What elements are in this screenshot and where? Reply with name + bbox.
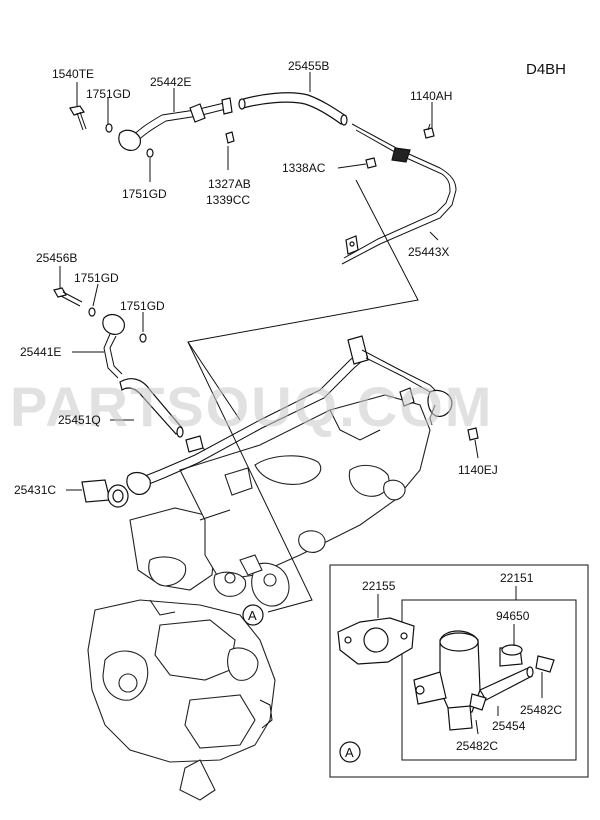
hose-25451Q [119,378,184,438]
pipe-main-lower [126,347,369,495]
label-1338AC: 1338AC [282,161,326,175]
label-22151: 22151 [500,571,534,585]
fasteners [53,105,479,441]
engine-code-label: D4BH [526,61,566,78]
detail-box-a [329,564,589,778]
engine-block [87,394,431,801]
label-1751GD-c: 1751GD [74,271,119,285]
label-25442E: 25442E [150,75,191,89]
fitting-25431C [81,479,129,508]
label-1140EJ: 1140EJ [458,463,498,477]
pipe-25441E [102,313,125,379]
label-25441E: 25441E [20,345,61,359]
marker-a-engine-letter: A [248,608,257,623]
marker-a-engine [242,604,264,626]
label-1327AB: 1327AB [208,177,251,191]
label-1751GD-a: 1751GD [86,87,131,101]
label-25456B: 25456B [36,251,77,265]
label-25451Q: 25451Q [58,413,101,427]
label-1339CC: 1339CC [206,193,250,207]
label-25443X: 25443X [408,245,449,259]
label-25482C-b: 25482C [456,739,498,753]
hose-25455B [238,92,348,126]
marker-a-box-letter: A [345,745,354,760]
label-22155: 22155 [362,579,396,593]
pipe-25443X [341,123,457,265]
watermark-text: PARTSOUQ.COM [10,375,493,438]
label-25431C: 25431C [14,483,56,497]
label-25455B: 25455B [288,59,329,73]
label-1751GD-b: 1751GD [122,187,167,201]
pipe-25442E [118,97,233,151]
label-1140AH: 1140AH [410,89,452,103]
label-25454: 25454 [492,719,526,733]
label-94650: 94650 [496,609,530,623]
label-1751GD-d: 1751GD [120,299,165,313]
label-25482C-a: 25482C [520,703,562,717]
label-leaders [59,72,543,735]
label-1540TE: 1540TE [52,67,94,81]
leader-lines [187,179,419,613]
junction-right [347,335,453,426]
